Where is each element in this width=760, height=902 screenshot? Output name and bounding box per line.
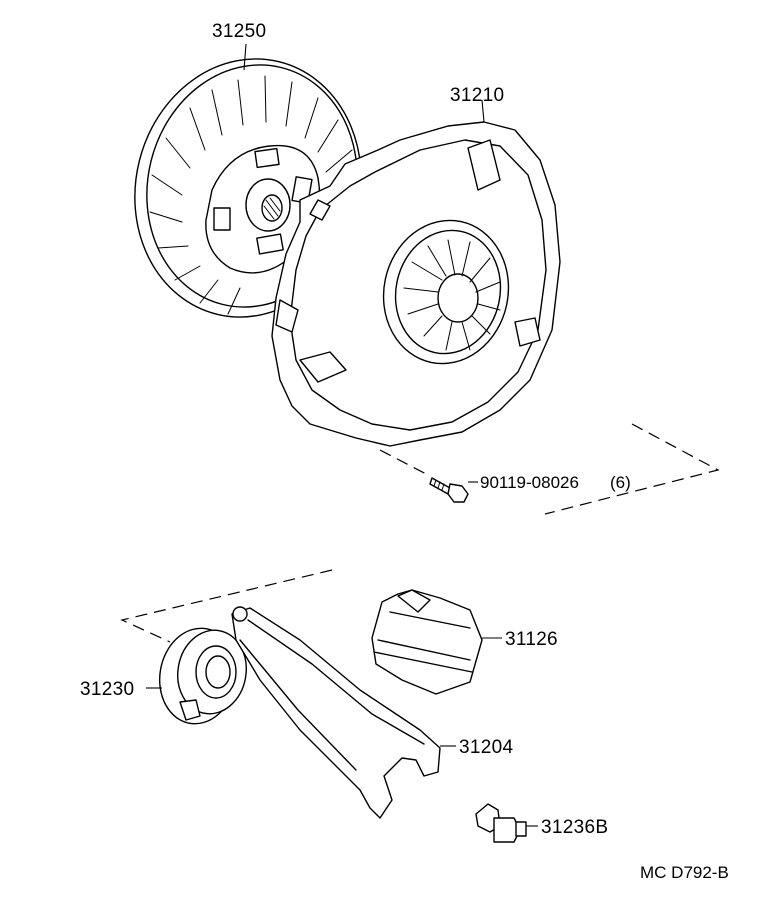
fork-dashed-guide <box>120 569 333 643</box>
leader-lines <box>146 43 538 827</box>
label-31126: 31126 <box>505 629 558 650</box>
diagram-code: MC D792-B <box>640 863 729 882</box>
label-31204: 31204 <box>459 737 513 758</box>
label-31210: 31210 <box>450 85 504 106</box>
bolt-drawing <box>429 477 469 503</box>
label-31250: 31250 <box>212 21 266 42</box>
label-31236B: 31236B <box>541 817 608 838</box>
bolt-dashed-guide <box>544 423 720 515</box>
label-31230: 31230 <box>80 679 134 700</box>
clutch-cover-drawing <box>271 121 561 447</box>
bearing-drawing <box>158 627 247 725</box>
fork-support-drawing <box>475 803 527 843</box>
label-bolt-part-number: 90119-08026 <box>480 473 579 492</box>
boot-drawing <box>371 589 483 695</box>
label-bolt-quantity: (6) <box>610 473 631 492</box>
fork-drawing <box>231 606 441 819</box>
